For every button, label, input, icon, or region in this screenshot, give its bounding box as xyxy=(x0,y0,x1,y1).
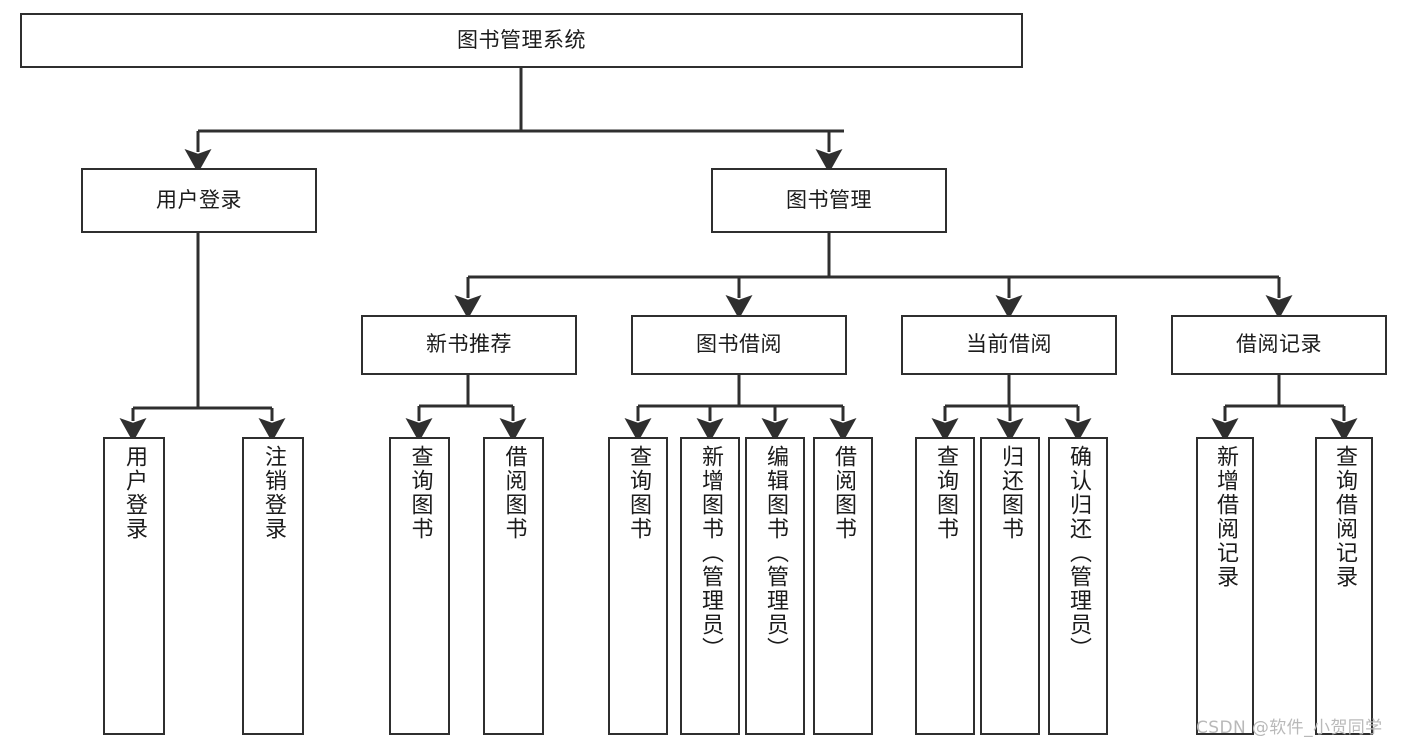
node-book-management[interactable]: 图书管理 xyxy=(711,168,947,233)
node-book-borrow-label: 图书借阅 xyxy=(696,332,782,357)
node-leaf-add-book-label: 新增图书（管理员） xyxy=(698,445,723,661)
node-new-book-recommend[interactable]: 新书推荐 xyxy=(361,315,577,375)
node-root[interactable]: 图书管理系统 xyxy=(20,13,1023,68)
node-leaf-return-book-label: 归还图书 xyxy=(998,445,1023,541)
node-leaf-logout[interactable]: 注销登录 xyxy=(242,437,304,735)
node-new-book-recommend-label: 新书推荐 xyxy=(426,332,512,357)
node-current-borrow[interactable]: 当前借阅 xyxy=(901,315,1117,375)
node-leaf-logout-label: 注销登录 xyxy=(261,445,286,541)
node-leaf-confirm-return-label: 确认归还（管理员） xyxy=(1066,445,1091,661)
node-leaf-query-book-2[interactable]: 查询图书 xyxy=(608,437,668,735)
node-root-label: 图书管理系统 xyxy=(457,27,586,52)
node-leaf-confirm-return[interactable]: 确认归还（管理员） xyxy=(1048,437,1108,735)
node-leaf-borrow-book-2[interactable]: 借阅图书 xyxy=(813,437,873,735)
node-leaf-user-login[interactable]: 用户登录 xyxy=(103,437,165,735)
node-borrow-records[interactable]: 借阅记录 xyxy=(1171,315,1387,375)
node-leaf-edit-book[interactable]: 编辑图书（管理员） xyxy=(745,437,805,735)
node-leaf-add-record[interactable]: 新增借阅记录 xyxy=(1196,437,1254,735)
node-leaf-query-book-1[interactable]: 查询图书 xyxy=(389,437,450,735)
csdn-watermark: CSDN @软件_小贺同学 xyxy=(1196,718,1383,738)
node-user-login[interactable]: 用户登录 xyxy=(81,168,317,233)
node-current-borrow-label: 当前借阅 xyxy=(966,332,1052,357)
node-leaf-return-book[interactable]: 归还图书 xyxy=(980,437,1040,735)
node-leaf-borrow-book-2-label: 借阅图书 xyxy=(831,445,856,541)
node-leaf-query-book-1-label: 查询图书 xyxy=(407,445,433,541)
node-book-borrow[interactable]: 图书借阅 xyxy=(631,315,847,375)
node-leaf-query-record-label: 查询借阅记录 xyxy=(1332,445,1357,589)
node-user-login-label: 用户登录 xyxy=(156,187,242,212)
node-leaf-edit-book-label: 编辑图书（管理员） xyxy=(763,445,788,661)
node-leaf-borrow-book-1[interactable]: 借阅图书 xyxy=(483,437,544,735)
node-leaf-query-book-3-label: 查询图书 xyxy=(933,445,958,541)
node-leaf-query-book-2-label: 查询图书 xyxy=(626,445,651,541)
node-leaf-borrow-book-1-label: 借阅图书 xyxy=(501,445,527,541)
node-leaf-query-record[interactable]: 查询借阅记录 xyxy=(1315,437,1373,735)
node-leaf-add-book[interactable]: 新增图书（管理员） xyxy=(680,437,740,735)
node-leaf-add-record-label: 新增借阅记录 xyxy=(1213,445,1238,589)
node-leaf-query-book-3[interactable]: 查询图书 xyxy=(915,437,975,735)
node-leaf-user-login-label: 用户登录 xyxy=(122,445,147,541)
node-book-management-label: 图书管理 xyxy=(786,187,872,212)
node-borrow-records-label: 借阅记录 xyxy=(1236,332,1322,357)
